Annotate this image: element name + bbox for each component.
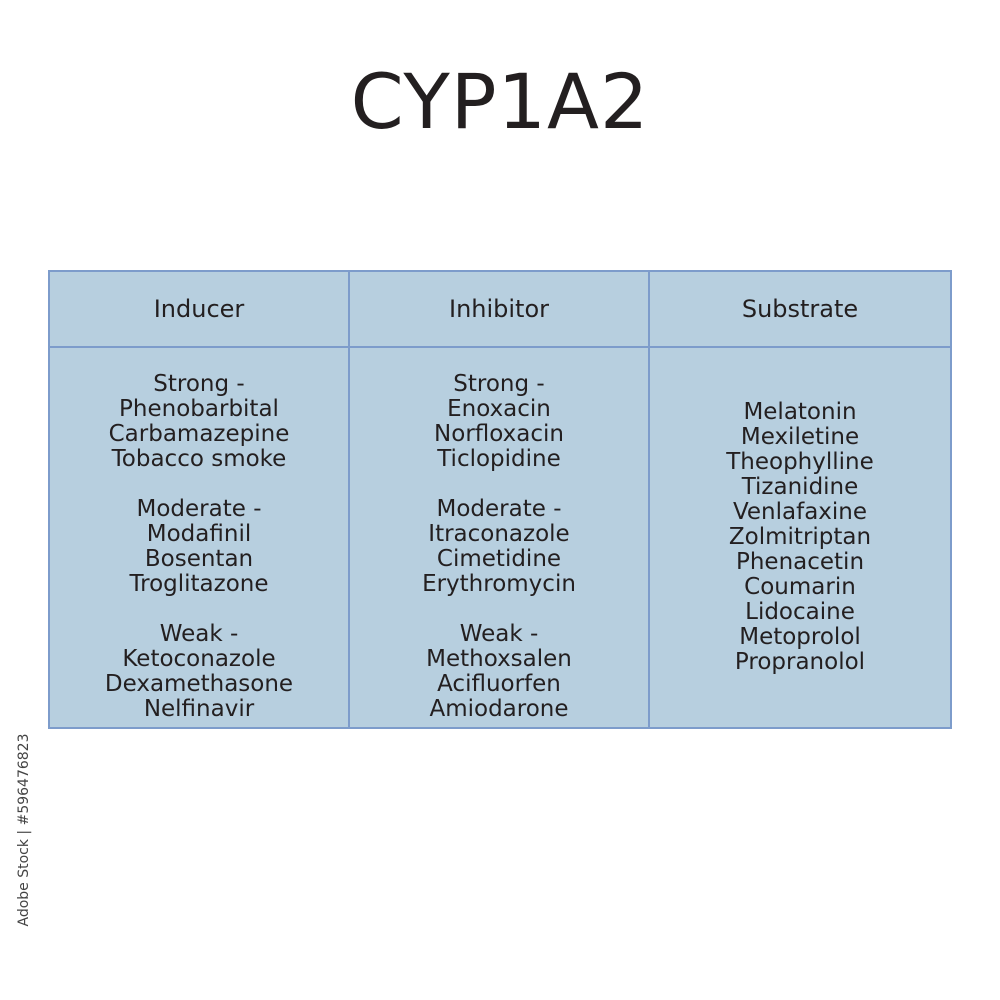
group-heading: Moderate - xyxy=(136,496,262,522)
cyp1a2-table: Inducer Inhibitor Substrate Strong - Phe… xyxy=(48,270,952,729)
group-heading: Strong - xyxy=(153,371,245,397)
inducer-header: Inducer xyxy=(50,272,350,348)
stock-id-watermark: Adobe Stock | #596476823 xyxy=(12,734,36,927)
inducer-cell: Strong - Phenobarbital Carbamazepine Tob… xyxy=(50,348,350,729)
drug-name: Erythromycin xyxy=(422,571,576,597)
drug-name: Metoprolol xyxy=(739,624,861,650)
drug-name: Lidocaine xyxy=(745,599,855,625)
drug-name: Troglitazone xyxy=(129,571,269,597)
drug-name: Tobacco smoke xyxy=(111,446,287,472)
drug-name: Itraconazole xyxy=(428,521,570,547)
group-heading: Strong - xyxy=(453,371,545,397)
drug-name: Modafinil xyxy=(146,521,252,547)
drug-name: Methoxsalen xyxy=(426,646,572,672)
drug-name: Amiodarone xyxy=(429,696,569,722)
drug-name: Acifluorfen xyxy=(437,671,561,697)
drug-name: Enoxacin xyxy=(447,396,551,422)
drug-name: Cimetidine xyxy=(436,546,562,572)
moderate-inducers-group: Moderate - Modafinil Bosentan Troglitazo… xyxy=(50,497,348,597)
drug-name: Phenacetin xyxy=(735,549,865,575)
drug-name: Ticlopidine xyxy=(437,446,561,472)
inhibitor-header: Inhibitor xyxy=(350,272,650,348)
drug-name: Carbamazepine xyxy=(108,421,290,447)
drug-name: Ketoconazole xyxy=(122,646,276,672)
substrate-cell: Melatonin Mexiletine Theophylline Tizani… xyxy=(650,348,950,729)
stock-id-text: Adobe Stock | #596476823 xyxy=(16,733,32,927)
strong-inducers-group: Strong - Phenobarbital Carbamazepine Tob… xyxy=(50,372,348,472)
weak-inhibitors-group: Weak - Methoxsalen Acifluorfen Amiodaron… xyxy=(350,622,648,722)
drug-name: Mexiletine xyxy=(740,424,860,450)
page-title: CYP1A2 xyxy=(350,57,650,146)
drug-name: Nelfinavir xyxy=(143,696,255,722)
drug-name: Norfloxacin xyxy=(434,421,564,447)
strong-inhibitors-group: Strong - Enoxacin Norfloxacin Ticlopidin… xyxy=(350,372,648,472)
group-heading: Weak - xyxy=(159,621,239,647)
drug-name: Bosentan xyxy=(144,546,254,572)
drug-name: Zolmitriptan xyxy=(728,524,872,550)
drug-name: Phenobarbital xyxy=(119,396,279,422)
weak-inducers-group: Weak - Ketoconazole Dexamethasone Nelfin… xyxy=(50,622,348,722)
drug-name: Propranolol xyxy=(734,649,866,675)
inhibitor-cell: Strong - Enoxacin Norfloxacin Ticlopidin… xyxy=(350,348,650,729)
drug-name: Coumarin xyxy=(744,574,856,600)
drug-name: Theophylline xyxy=(726,449,874,475)
drug-name: Tizanidine xyxy=(741,474,859,500)
drug-name: Dexamethasone xyxy=(104,671,294,697)
group-heading: Moderate - xyxy=(436,496,562,522)
group-heading: Weak - xyxy=(459,621,539,647)
moderate-inhibitors-group: Moderate - Itraconazole Cimetidine Eryth… xyxy=(350,497,648,597)
substrate-header: Substrate xyxy=(650,272,950,348)
substrates-group: Melatonin Mexiletine Theophylline Tizani… xyxy=(650,400,950,675)
drug-name: Melatonin xyxy=(743,399,857,425)
drug-name: Venlafaxine xyxy=(732,499,868,525)
